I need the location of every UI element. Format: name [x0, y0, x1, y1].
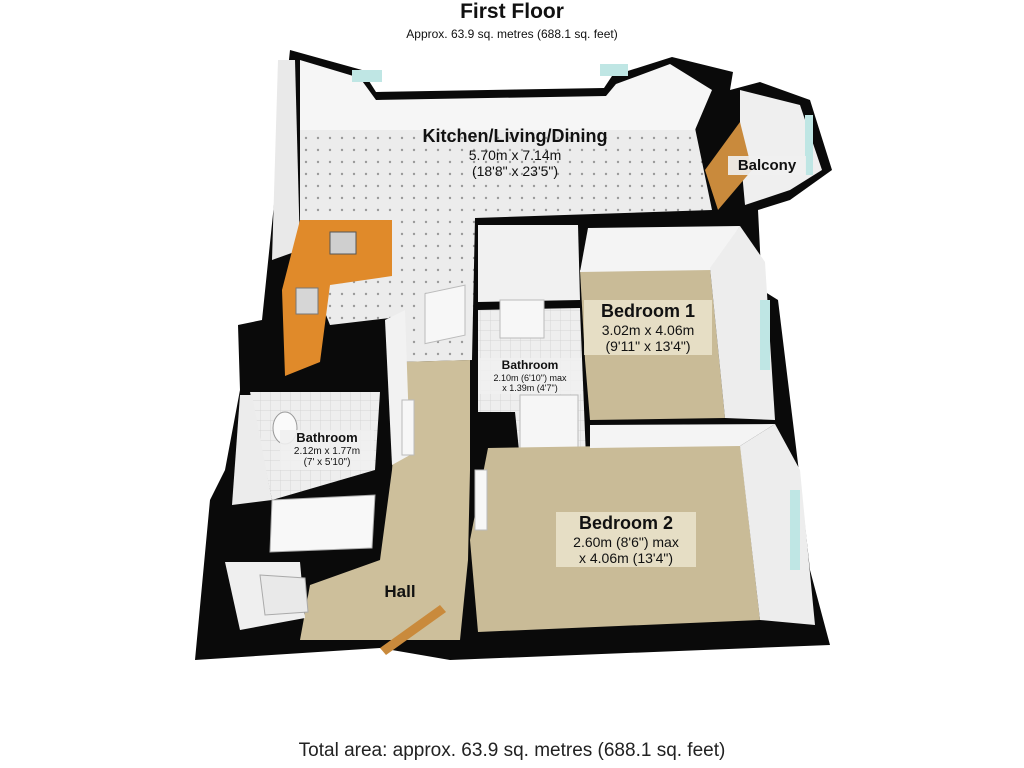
- balcony-floor: [740, 90, 822, 205]
- label-balcony: Balcony: [728, 156, 806, 176]
- bedroom1-dim-ft: (9'11" x 13'4"): [605, 337, 691, 354]
- door-bedroom1: [499, 299, 545, 339]
- door-bedroom2: [474, 469, 488, 531]
- bedroom2-right-wall: [740, 424, 815, 625]
- ensuite-shower: [519, 394, 579, 456]
- front-door: [380, 605, 446, 655]
- kitchen-floor: [300, 128, 712, 362]
- hall-floor: [300, 360, 470, 640]
- storage-door: [259, 574, 309, 616]
- balcony-name: Balcony: [737, 157, 797, 174]
- label-bathroom: Bathroom 2.12m x 1.77m (7' x 5'10"): [280, 430, 374, 470]
- bedroom2-dim-m: 2.60m (8'6") max: [573, 533, 679, 550]
- label-bedroom2: Bedroom 2 2.60m (8'6") max x 4.06m (13'4…: [556, 512, 696, 567]
- bedroom2-window: [790, 490, 800, 570]
- page-subtitle: Approx. 63.9 sq. metres (688.1 sq. feet): [406, 27, 618, 41]
- bathroom-left-wall: [232, 395, 272, 505]
- total-area: Total area: approx. 63.9 sq. metres (688…: [298, 740, 726, 761]
- balcony-glass: [805, 115, 813, 175]
- bathroom-name: Bathroom: [296, 430, 358, 445]
- bathroom-dim-m: 2.12m x 1.77m: [293, 445, 361, 457]
- bedroom2-wall-face: [590, 424, 775, 448]
- bathtub: [269, 494, 376, 553]
- kitchen-name: Kitchen/Living/Dining: [422, 126, 608, 146]
- bedroom1-right-wall: [710, 226, 775, 420]
- ensuite-dim-ft: x 1.39m (4'7"): [502, 383, 558, 394]
- wardrobe: [478, 225, 580, 302]
- bedroom1-window: [760, 300, 770, 370]
- bedroom2-dim-ft: x 4.06m (13'4"): [578, 549, 673, 566]
- worktop: [282, 220, 392, 376]
- bedroom1-dim-m: 3.02m x 4.06m: [601, 321, 695, 338]
- hall-name: Hall: [384, 582, 416, 601]
- ensuite-dim-m: 2.10m (6'10") max: [493, 372, 567, 383]
- bedroom1-wall-face: [580, 226, 740, 272]
- sink: [295, 287, 319, 315]
- label-hall: Hall: [372, 582, 428, 602]
- door-kitchen: [424, 284, 466, 345]
- label-ensuite: Bathroom 2.10m (6'10") max x 1.39m (4'7"…: [478, 358, 582, 395]
- window-left: [352, 70, 382, 82]
- kitchen-dim-m: 5.70m x 7.14m: [468, 146, 562, 163]
- kitchen-dim-ft: (18'8" x 23'5"): [471, 162, 559, 179]
- window-right: [600, 64, 628, 76]
- bedroom2-name: Bedroom 2: [578, 513, 674, 533]
- kitchen-left-wall: [272, 60, 300, 260]
- label-bedroom1: Bedroom 1 3.02m x 4.06m (9'11" x 13'4"): [584, 300, 712, 355]
- label-kitchen: Kitchen/Living/Dining 5.70m x 7.14m (18'…: [380, 126, 650, 179]
- bedroom1-name: Bedroom 1: [600, 301, 696, 321]
- bathroom-dim-ft: (7' x 5'10"): [303, 457, 351, 469]
- kitchen-wall-face: [300, 60, 712, 130]
- hob: [329, 231, 357, 255]
- ensuite-name: Bathroom: [501, 358, 559, 372]
- page-title: First Floor: [460, 0, 564, 23]
- door-bathroom: [401, 399, 415, 456]
